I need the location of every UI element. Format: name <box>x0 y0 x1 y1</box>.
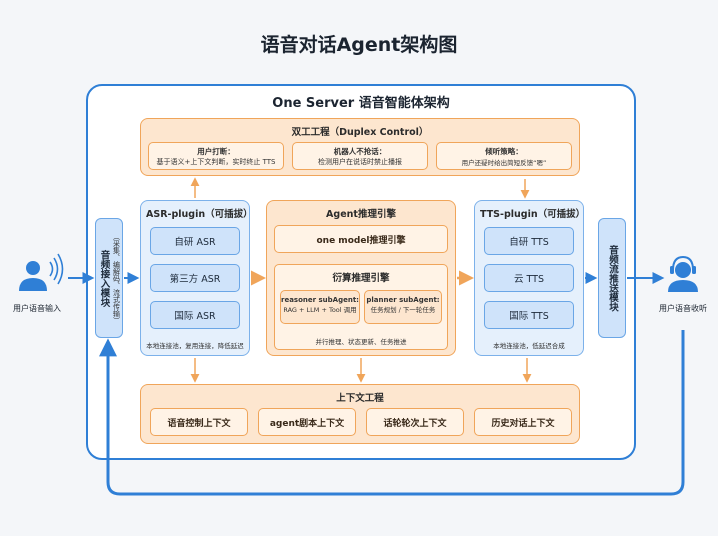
tts-item-international: 国际 TTS <box>484 301 574 329</box>
user-input-label: 用户语音输入 <box>13 304 61 313</box>
duplex-item-title: 倾听策略： <box>485 147 523 156</box>
context-item-turn: 话轮轮次上下文 <box>366 408 464 436</box>
audio-input-sub: （采集、编解码、流式传输） <box>112 232 121 324</box>
one-model-engine: one model推理引擎 <box>274 225 448 253</box>
duplex-item-title: 用户打断： <box>197 147 235 156</box>
tts-footer: 本地连接池，低延迟合成 <box>493 342 565 350</box>
user-output-label: 用户语音收听 <box>659 304 707 313</box>
duplex-item-interrupt: 用户打断： 基于语义+上下文判断，实时终止 TTS <box>148 142 284 170</box>
duplex-item-title: 机器人不抢话： <box>333 147 387 156</box>
server-title: One Server 语音智能体架构 <box>272 96 450 111</box>
audio-input-module: 音频接入模块 （采集、编解码、流式传输） <box>95 218 123 338</box>
duplex-item-desc: 检测用户在说话时禁止播报 <box>318 158 402 166</box>
duplex-item-listening: 倾听策略： 用户还疑时给出简短反馈“嗯” <box>436 142 572 170</box>
asr-item-international: 国际 ASR <box>150 301 240 329</box>
audio-output-title: 音频流推送模块 <box>607 244 618 312</box>
asr-item-in-house: 自研 ASR <box>150 227 240 255</box>
reasoner-title: reasoner subAgent: <box>281 296 359 304</box>
user-input-icon <box>19 253 64 291</box>
page-title: 语音对话Agent架构图 <box>260 34 458 56</box>
duplex-control-title: 双工工程（Duplex Control） <box>291 127 429 138</box>
audio-input-title: 音频接入模块 <box>98 249 110 307</box>
planner-title: planner subAgent: <box>366 296 440 304</box>
tts-item-cloud: 云 TTS <box>484 264 574 292</box>
duplex-item-desc: 基于语义+上下文判断，实时终止 TTS <box>156 158 276 166</box>
asr-plugin-title: ASR-plugin（可插拔） <box>146 209 253 220</box>
context-item-agent-script: agent剧本上下文 <box>258 408 356 436</box>
duplex-item-no-interrupt: 机器人不抢话： 检测用户在说话时禁止播报 <box>292 142 428 170</box>
planner-subagent: planner subAgent: 任务规划 / 下一轮任务 <box>364 290 442 324</box>
audio-output-module: 音频流推送模块 <box>598 218 626 338</box>
agent-engine-title: Agent推理引擎 <box>326 209 396 220</box>
headset-icon <box>668 255 698 292</box>
context-engineering-title: 上下文工程 <box>336 393 384 404</box>
reasoner-desc: RAG + LLM + Tool 调用 <box>283 306 357 314</box>
asr-item-third-party: 第三方 ASR <box>150 264 240 292</box>
asr-footer: 本地连接池，复用连接，降低延迟 <box>146 342 244 350</box>
derive-footer: 并行推理、状态更新、任务推进 <box>315 338 407 346</box>
derive-engine-title: 衍算推理引擎 <box>332 273 390 284</box>
context-item-history: 历史对话上下文 <box>474 408 572 436</box>
planner-desc: 任务规划 / 下一轮任务 <box>370 306 436 314</box>
tts-plugin-title: TTS-plugin（可插拔） <box>480 209 586 220</box>
duplex-item-desc: 用户还疑时给出简短反馈“嗯” <box>461 159 547 167</box>
context-item-voice-control: 语音控制上下文 <box>150 408 248 436</box>
tts-item-in-house: 自研 TTS <box>484 227 574 255</box>
reasoner-subagent: reasoner subAgent: RAG + LLM + Tool 调用 <box>280 290 360 324</box>
